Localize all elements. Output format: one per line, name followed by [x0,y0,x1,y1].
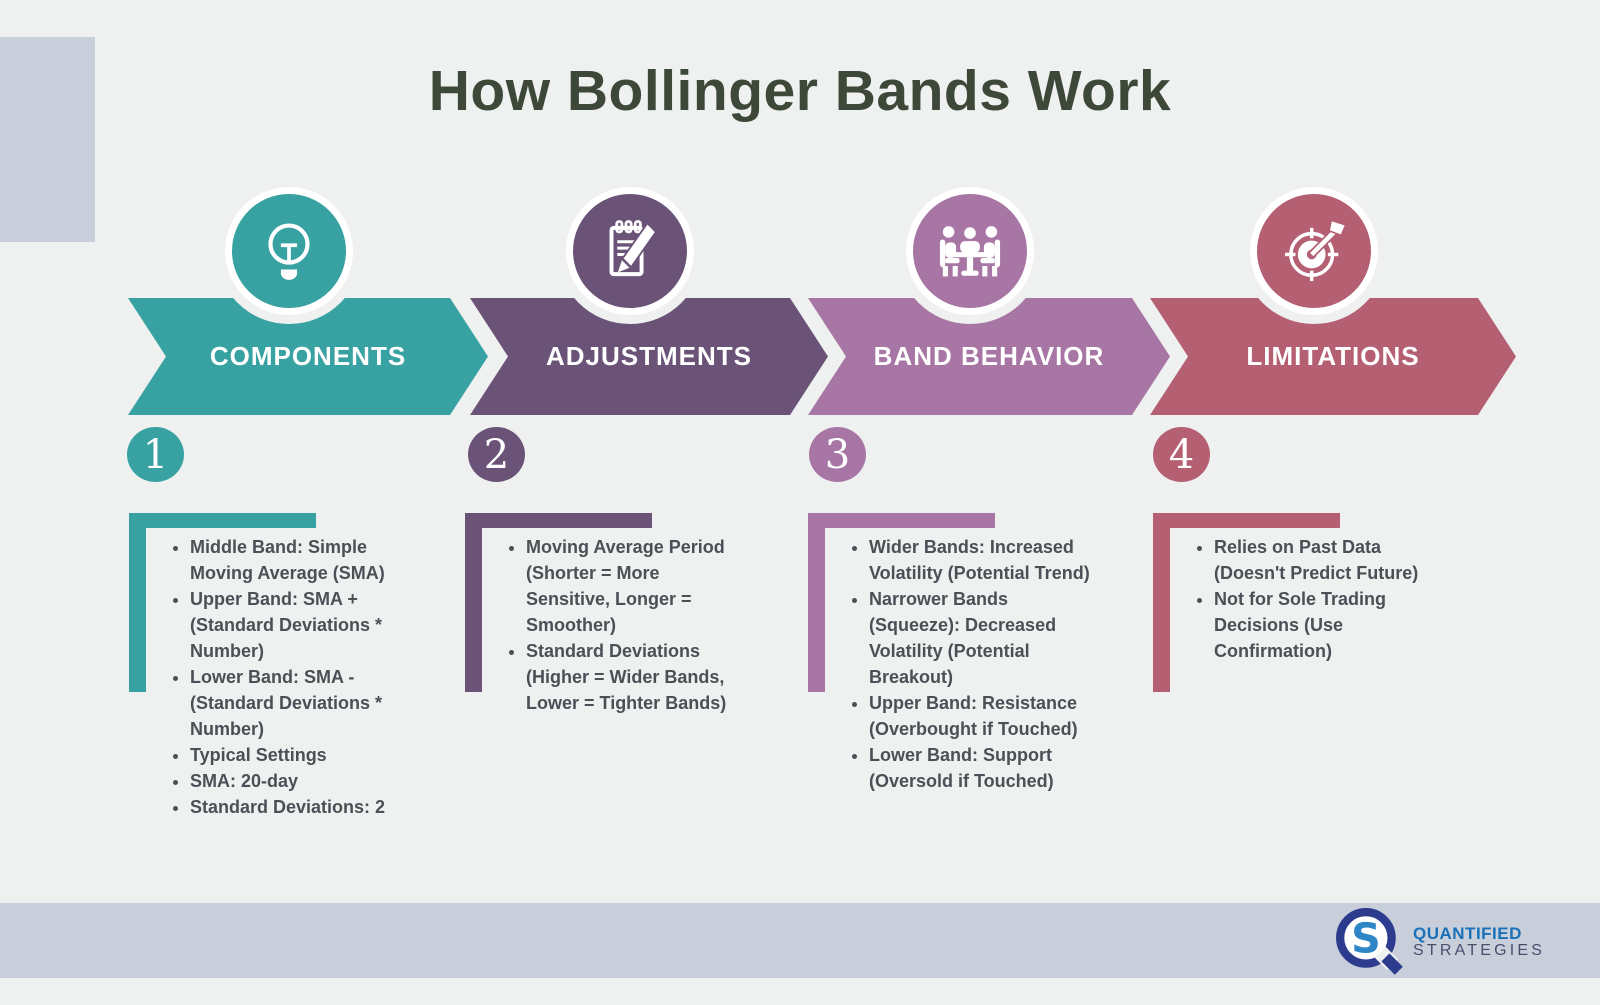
brand-name-line1: QUANTIFIED [1413,923,1522,943]
list-item: Middle Band: Simple Moving Average (SMA) [190,534,405,586]
list-item: Relies on Past Data (Doesn't Predict Fut… [1214,534,1449,586]
limitations-label: LIMITATIONS [1246,341,1420,371]
limitations-bullet-list: Relies on Past Data (Doesn't Predict Fut… [1188,534,1449,664]
band-behavior-corner-bracket [808,513,995,692]
svg-text:S: S [1351,914,1381,962]
adjustments-corner-bracket [465,513,652,692]
list-item: Upper Band: SMA + (Standard Deviations *… [190,586,405,664]
target-arrow-icon [1250,187,1378,315]
footer-bar [0,903,1600,978]
brand-name-line2: STRATEGIES [1413,941,1546,959]
meeting-table-icon [906,187,1034,315]
list-item: Wider Bands: Increased Volatility (Poten… [869,534,1104,586]
list-item: SMA: 20-day [190,768,405,794]
adjustments-bullet-list: Moving Average Period (Shorter = More Se… [500,534,741,716]
components-corner-bracket [129,513,316,692]
magnifier-q-logo-icon: S [1336,908,1403,975]
step-number-badge: 4 [1153,427,1210,482]
left-decorative-block [0,37,95,242]
logo-text-block: QUANTIFIED STRATEGIES [1413,923,1546,960]
meeting-table-icon-svg [939,226,1001,277]
notepad-pencil-icon [566,187,694,315]
list-item: Typical Settings [190,742,405,768]
list-item: Moving Average Period (Shorter = More Se… [526,534,741,638]
step-number-badge: 1 [127,427,184,482]
list-item: Lower Band: Support (Oversold if Touched… [869,742,1104,794]
components-bullet-list: Middle Band: Simple Moving Average (SMA)… [164,534,405,820]
list-item: Standard Deviations (Higher = Wider Band… [526,638,741,716]
page-title: How Bollinger Bands Work [428,59,1172,123]
list-item: Lower Band: SMA - (Standard Deviations *… [190,664,405,742]
list-item: Narrower Bands (Squeeze): Decreased Vola… [869,586,1104,690]
quantified-strategies-logo: S QUANTIFIED STRATEGIES [1334,906,1545,978]
lightbulb-icon [225,187,353,315]
adjustments-label: ADJUSTMENTS [545,341,752,371]
list-item: Standard Deviations: 2 [190,794,405,820]
step-number-badge: 3 [809,427,866,482]
list-item: Upper Band: Resistance (Overbought if To… [869,690,1104,742]
adjustments-arrow-banner: ADJUSTMENTS [470,298,828,415]
band-behavior-bullet-list: Wider Bands: Increased Volatility (Poten… [843,534,1104,794]
lightbulb-icon-svg [268,223,310,280]
notepad-pencil-icon-svg [609,220,658,277]
band-behavior-label: BAND BEHAVIOR [873,341,1105,371]
limitations-corner-bracket [1153,513,1340,692]
target-arrow-icon-svg [1285,219,1347,282]
step-number-badge: 2 [468,427,525,482]
components-label: COMPONENTS [209,341,407,371]
list-item: Not for Sole Trading Decisions (Use Conf… [1214,586,1449,664]
